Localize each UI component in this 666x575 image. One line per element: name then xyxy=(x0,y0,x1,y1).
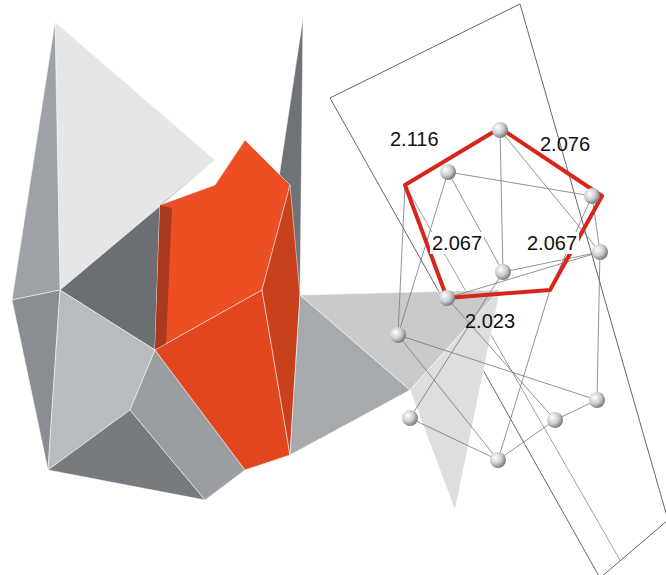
plane-frame xyxy=(330,4,666,575)
atoms xyxy=(390,122,608,468)
pentagon-ring xyxy=(405,128,602,298)
bond-length: 2.067 xyxy=(525,232,579,254)
red-polyhedron xyxy=(155,205,172,350)
bond-length: 2.076 xyxy=(538,133,592,155)
grey-polyhedron xyxy=(12,22,60,300)
bond-length: 2.067 xyxy=(430,232,484,254)
bond-length: 2.023 xyxy=(463,310,517,332)
bond-length: 2.116 xyxy=(388,128,441,150)
plane-line xyxy=(405,185,620,560)
